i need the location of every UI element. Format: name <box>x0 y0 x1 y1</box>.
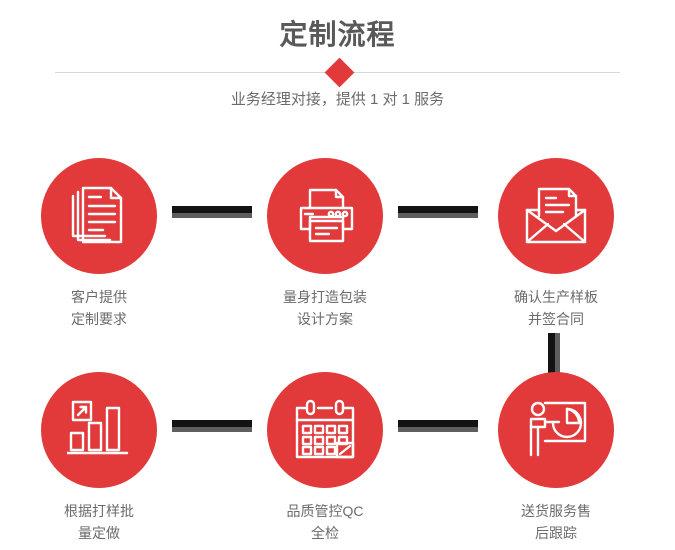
flow-step-2-circle <box>267 158 383 274</box>
connector-bar-shadow <box>398 213 478 218</box>
flow-step-1-circle <box>41 158 157 274</box>
printer-icon <box>299 188 354 243</box>
calendar-icon <box>295 399 355 459</box>
connector-step4-step5 <box>172 420 252 432</box>
page-header: 定制流程 业务经理对接，提供 1 对 1 服务 <box>0 0 675 130</box>
flow-step-5-label: 品质管控QC 全检 <box>286 503 364 541</box>
diamond-marker-icon <box>324 57 355 88</box>
bar-chart-growth-icon <box>67 400 129 455</box>
flow-step-5-circle <box>267 372 383 488</box>
connector-bar <box>398 420 478 427</box>
flow-step-6-label: 送货服务售 后跟踪 <box>521 503 591 541</box>
connector-step2-step3 <box>398 206 478 218</box>
connector-bar-shadow <box>172 213 252 218</box>
flow-step-2[interactable]: 量身打造包装 设计方案 <box>235 158 415 330</box>
flow-step-5[interactable]: 品质管控QC 全检 <box>235 372 415 544</box>
page-subtitle: 业务经理对接，提供 1 对 1 服务 <box>230 91 445 108</box>
envelope-document-icon <box>525 187 587 244</box>
connector-bar <box>172 420 252 427</box>
connector-step3-step6 <box>548 333 560 373</box>
flow-step-4-label: 根据打样批 量定做 <box>64 503 134 541</box>
connector-bar <box>172 206 252 213</box>
flow-step-6[interactable]: 送货服务售 后跟踪 <box>466 372 646 544</box>
connector-bar-shadow <box>398 427 478 432</box>
page-title: 定制流程 <box>279 19 396 50</box>
flow-step-3-circle <box>498 158 614 274</box>
flow-step-1-label: 客户提供 定制要求 <box>71 289 127 327</box>
connector-bar <box>398 206 478 213</box>
presenter-chart-icon <box>529 401 587 457</box>
flow-step-2-label: 量身打造包装 设计方案 <box>283 289 367 327</box>
connector-step1-step2 <box>172 206 252 218</box>
documents-icon <box>71 186 123 244</box>
flow-step-6-circle <box>498 372 614 488</box>
flow-step-4-circle <box>41 372 157 488</box>
connector-bar-shadow <box>555 333 560 373</box>
flow-step-3[interactable]: 确认生产样板 并签合同 <box>466 158 646 330</box>
flow-step-4[interactable]: 根据打样批 量定做 <box>9 372 189 544</box>
connector-step5-step6 <box>398 420 478 432</box>
flow-step-3-label: 确认生产样板 并签合同 <box>514 289 598 327</box>
flow-step-1[interactable]: 客户提供 定制要求 <box>9 158 189 330</box>
connector-bar-shadow <box>172 427 252 432</box>
connector-bar <box>548 333 555 373</box>
